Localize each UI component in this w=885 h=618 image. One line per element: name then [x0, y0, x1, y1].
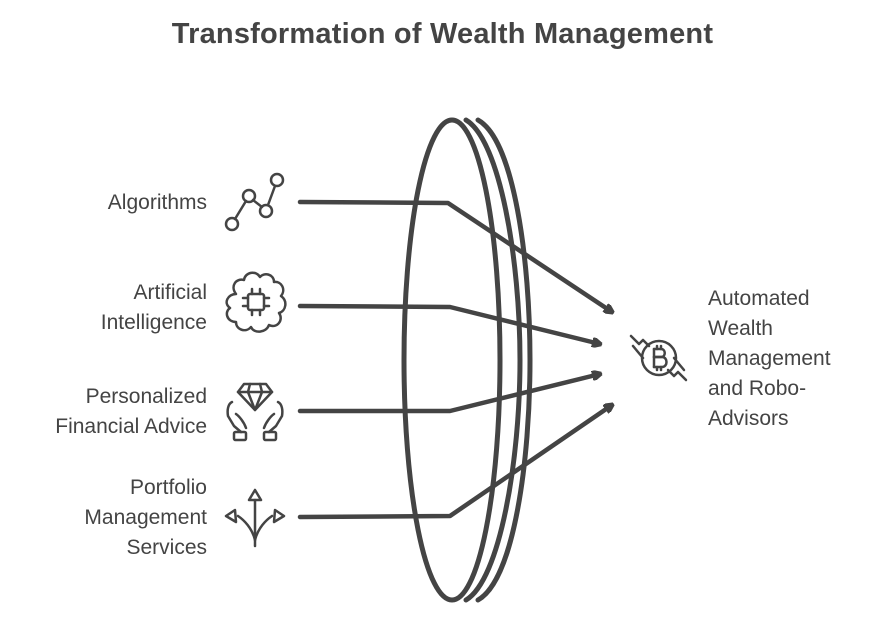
brain-chip-icon: [225, 271, 287, 333]
label-advice: Personalized Financial Advice: [55, 385, 207, 438]
split-arrows-icon: [224, 488, 286, 548]
label-algorithms: Algorithms: [107, 191, 207, 214]
bitcoin-hands-icon: [629, 334, 688, 382]
label-output: Automated Wealth Management and Robo- Ad…: [708, 287, 831, 430]
label-portfolio: Portfolio Management Services: [84, 476, 207, 559]
arrow-portfolio: [297, 405, 612, 520]
lens: [401, 117, 533, 603]
label-ai: Artificial Intelligence: [100, 281, 207, 334]
lens-back: [475, 117, 533, 603]
arrow-ai: [297, 303, 600, 344]
diagram-title: Transformation of Wealth Management: [171, 18, 714, 50]
arrow-advice: [297, 374, 600, 414]
lens-edge: [463, 117, 523, 603]
chart-line-icon: [224, 172, 285, 232]
hands-diamond-icon: [226, 382, 284, 442]
arrow-algorithms: [297, 199, 612, 312]
lens-front: [401, 117, 503, 603]
